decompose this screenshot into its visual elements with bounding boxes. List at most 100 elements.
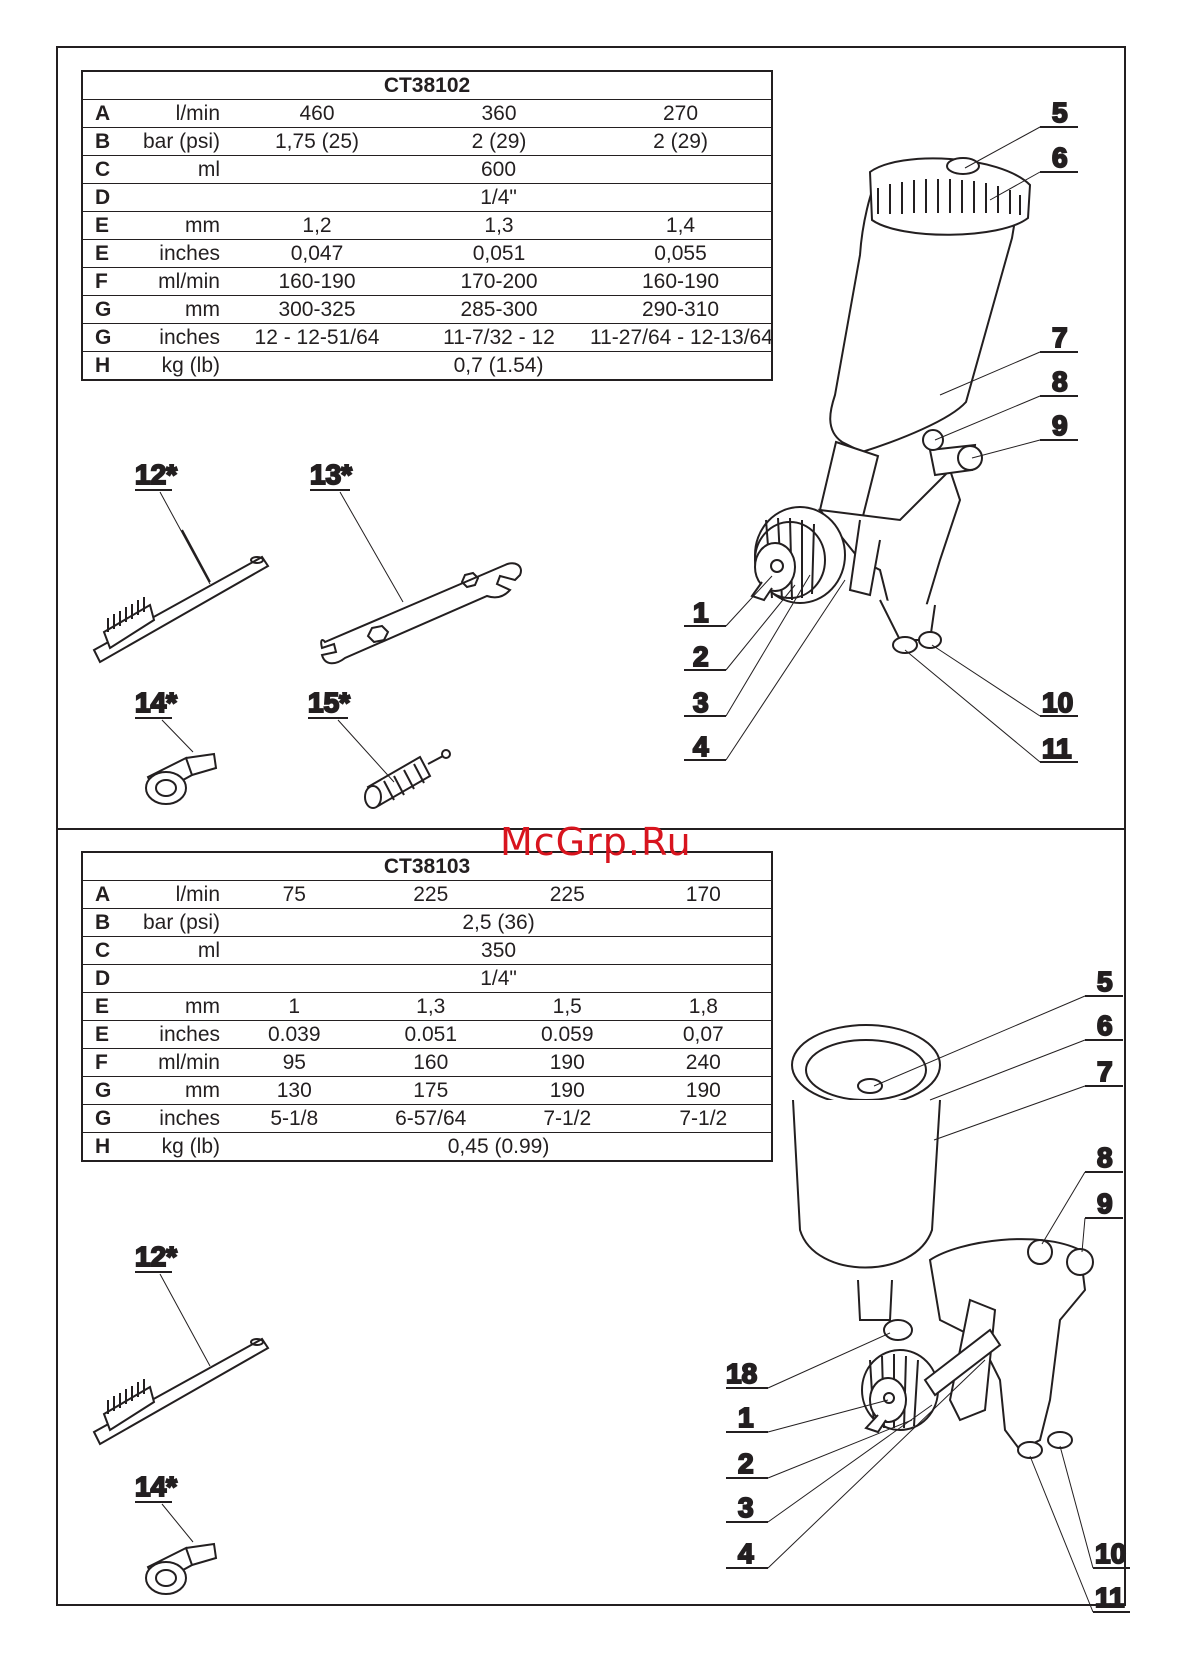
row-value: 170-200 <box>408 267 590 296</box>
row-unit: bar (psi) <box>128 908 226 937</box>
row-value: 460 <box>226 99 408 128</box>
air-connector-illustration-2 <box>145 1542 218 1595</box>
table-title-row: CT38102 <box>82 71 773 100</box>
air-connector-illustration <box>145 752 218 805</box>
wrench-illustration <box>320 562 522 665</box>
row-value: 5-1/8 <box>226 1104 363 1133</box>
svg-text:4: 4 <box>693 731 709 762</box>
row-value: 285-300 <box>408 295 590 324</box>
label-13-top: 13* <box>310 459 352 490</box>
row-value: 0,055 <box>590 239 773 268</box>
row-unit: kg (lb) <box>161 353 220 377</box>
spray-gun-ct38102-illustration <box>750 157 1032 654</box>
row-value: 170 <box>635 880 773 909</box>
row-letter: H <box>95 353 111 377</box>
row-value: 11-27/64 - 12-13/64 <box>590 323 773 352</box>
row-unit: l/min <box>128 880 226 909</box>
spray-gun-ct38103-illustration <box>791 1024 1094 1459</box>
row-value: 1,75 (25) <box>226 127 408 156</box>
watermark: McGrp.Ru <box>500 820 692 864</box>
leaders-gun2 <box>726 995 1130 1613</box>
svg-text:8: 8 <box>1097 1142 1113 1173</box>
gun2-number-labels: 5 6 7 8 9 18 1 2 3 4 10 11 <box>725 965 1127 1614</box>
row-value: 2 (29) <box>590 127 773 156</box>
row-value: 1,2 <box>226 211 408 240</box>
label-14-bottom: 14* <box>135 1471 177 1502</box>
svg-text:9: 9 <box>1097 1188 1113 1219</box>
gun1-number-labels: 5 6 7 8 9 1 2 3 4 10 11 <box>692 96 1074 765</box>
row-letter: G <box>82 295 128 324</box>
row-letter: A <box>82 880 128 909</box>
svg-text:5: 5 <box>1097 966 1113 997</box>
svg-text:6: 6 <box>1052 142 1068 173</box>
row-unit <box>128 964 226 993</box>
row-value: 190 <box>635 1076 773 1105</box>
row-letter: H <box>95 1134 111 1158</box>
row-value: 6-57/64 <box>362 1104 499 1133</box>
row-value: 0,07 <box>635 1020 773 1049</box>
svg-text:1: 1 <box>738 1402 754 1433</box>
row-value: 95 <box>226 1048 363 1077</box>
svg-text:2: 2 <box>693 641 709 672</box>
row-value: 0.051 <box>362 1020 499 1049</box>
row-value: 1,3 <box>362 992 499 1021</box>
label-12-top: 12* <box>135 459 177 490</box>
row-letter: E <box>82 992 128 1021</box>
row-value: 130 <box>226 1076 363 1105</box>
row-unit: mm <box>128 295 226 324</box>
row-value: 0,7 (1.54) <box>453 353 544 377</box>
row-letter: B <box>82 127 128 156</box>
svg-text:5: 5 <box>1052 97 1068 128</box>
row-unit: inches <box>128 239 226 268</box>
row-value: 0.059 <box>499 1020 636 1049</box>
row-letter: E <box>82 1020 128 1049</box>
row-letter: D <box>82 183 128 212</box>
row-value: 0,45 (0.99) <box>447 1134 550 1158</box>
row-value: 75 <box>226 880 363 909</box>
row-unit: ml <box>128 936 226 965</box>
row-value: 1,4 <box>590 211 773 240</box>
row-unit: ml/min <box>128 1048 226 1077</box>
cleaning-brush-illustration-2 <box>92 1337 270 1446</box>
row-value: 160-190 <box>590 267 773 296</box>
row-value: 240 <box>635 1048 773 1077</box>
row-value: 160 <box>362 1048 499 1077</box>
label-14-top: 14* <box>135 687 177 718</box>
table-title-row: CT38103 <box>82 852 773 881</box>
row-unit <box>128 183 226 212</box>
row-unit: inches <box>128 1020 226 1049</box>
row-value: 2 (29) <box>408 127 590 156</box>
row-value: 190 <box>499 1076 636 1105</box>
section-divider <box>56 828 1126 830</box>
row-value: 190 <box>499 1048 636 1077</box>
row-value: 160-190 <box>226 267 408 296</box>
row-letter: D <box>82 964 128 993</box>
row-unit: ml <box>128 155 226 184</box>
row-value: 1,5 <box>499 992 636 1021</box>
row-letter: G <box>82 1076 128 1105</box>
row-unit: l/min <box>128 99 226 128</box>
svg-text:2: 2 <box>738 1448 754 1479</box>
row-value: 1,8 <box>635 992 773 1021</box>
svg-text:3: 3 <box>738 1492 754 1523</box>
table-title: CT38102 <box>82 71 773 100</box>
row-value: 225 <box>362 880 499 909</box>
svg-text:7: 7 <box>1097 1056 1113 1087</box>
row-letter: G <box>82 323 128 352</box>
label-15-top: 15* <box>308 687 350 718</box>
